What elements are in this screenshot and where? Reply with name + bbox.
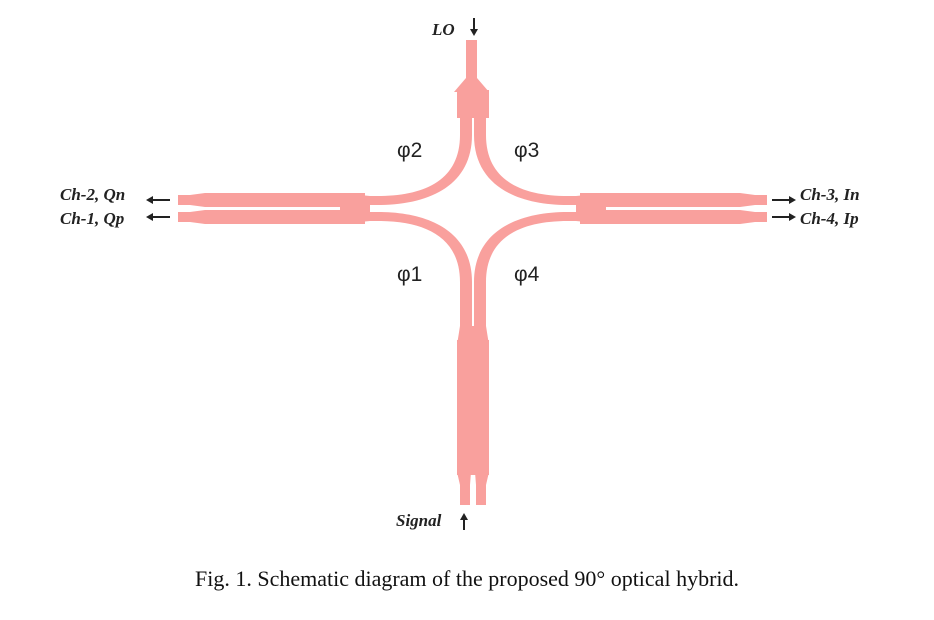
phase-label-phi1: φ1 (397, 263, 422, 286)
ch3-output-label: Ch-3, In (800, 185, 860, 204)
signal-arrow-up-icon (460, 513, 468, 530)
signal-label: Signal (396, 511, 442, 530)
ch1-arrow-left-icon (146, 213, 170, 221)
phase-label-phi2: φ2 (397, 139, 422, 162)
ch2-arrow-left-icon (146, 196, 170, 204)
figure-caption: Fig. 1. Schematic diagram of the propose… (194, 566, 740, 591)
ch3-arrow-right-icon (772, 196, 796, 204)
left-output-waveguide (178, 193, 370, 224)
lo-label: LO (431, 20, 455, 39)
signal-input-waveguide (457, 326, 489, 505)
right-output-waveguide (576, 193, 767, 224)
lo-input-waveguide (454, 40, 489, 118)
ch1-output-label: Ch-1, Qp (60, 209, 124, 228)
phase-label-phi4: φ4 (514, 263, 540, 286)
ch4-arrow-right-icon (772, 213, 796, 221)
ch4-output-label: Ch-4, Ip (800, 209, 859, 228)
ch2-output-label: Ch-2, Qn (60, 185, 125, 204)
bottom-arms (362, 212, 584, 330)
top-arms (362, 115, 584, 205)
phase-label-phi3: φ3 (514, 139, 539, 162)
lo-arrow-down-icon (470, 18, 478, 36)
